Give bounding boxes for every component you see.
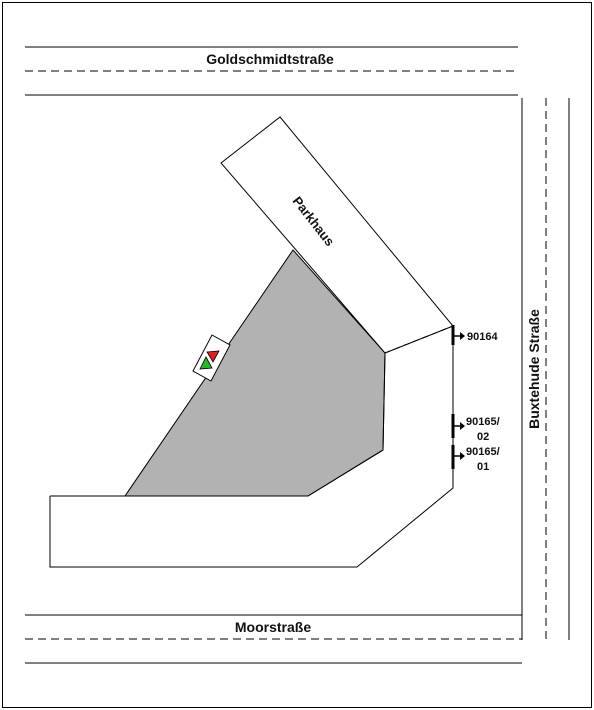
exit-label-line1: 90165/: [466, 416, 500, 428]
street-north: Goldschmidtstraße: [25, 46, 518, 96]
exit-90165-01: 90165/ 01: [451, 445, 500, 473]
parkhaus-connection-dashed: [384, 325, 454, 354]
exit-arrow-head-icon: [460, 452, 465, 460]
street-south-label: Moorstraße: [235, 619, 311, 635]
street-east: Buxtehude Straße: [521, 98, 570, 640]
exit-arrow-head-icon: [460, 422, 465, 430]
traffic-signal-icon: [192, 334, 231, 382]
exit-label: 90164: [467, 331, 498, 343]
exit-label-line2: 01: [477, 461, 489, 473]
exit-90165-02: 90165/ 02: [451, 414, 500, 443]
exit-90164: 90164: [451, 325, 498, 345]
signal-red-triangle: [206, 350, 220, 363]
street-north-label: Goldschmidtstraße: [206, 51, 334, 67]
exit-label-line1: 90165/: [466, 446, 500, 458]
exit-label-line2: 02: [477, 431, 489, 443]
signal-green-triangle: [199, 356, 213, 370]
exit-arrow-head-icon: [460, 332, 465, 340]
street-east-label: Buxtehude Straße: [526, 309, 542, 429]
street-south: Moorstraße: [25, 614, 522, 664]
